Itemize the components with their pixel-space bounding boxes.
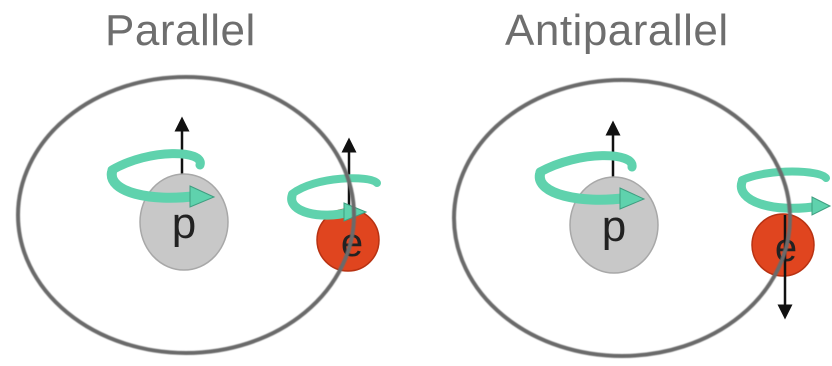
antiparallel-panel: p e: [454, 80, 830, 356]
parallel-panel: p e: [18, 77, 379, 353]
proton-label: p: [602, 202, 626, 251]
proton-spin-band-back: [112, 154, 200, 170]
